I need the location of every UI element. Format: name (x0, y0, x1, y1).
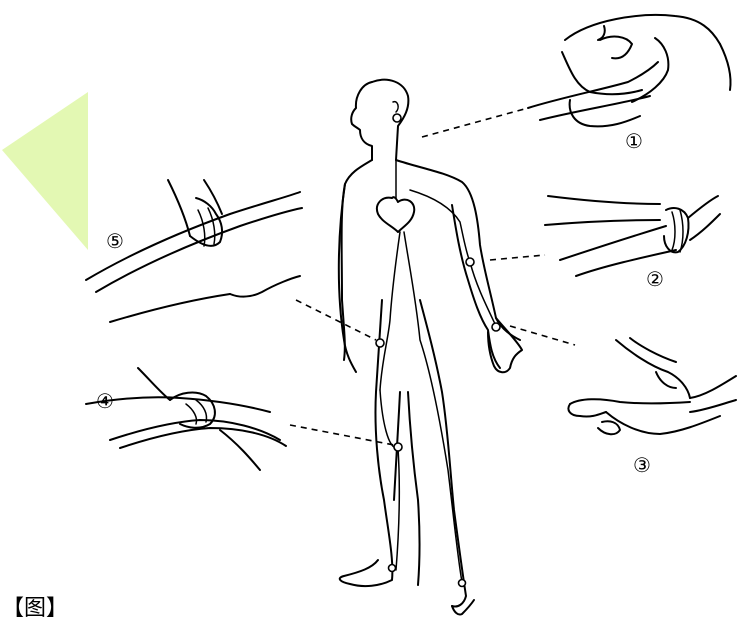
label-5: ⑤ (106, 230, 124, 252)
figure-caption: 【图】 (2, 596, 68, 622)
pulse-point-ankle-right (459, 580, 466, 587)
pulse-point-femoral (376, 339, 384, 347)
pulse-point-popliteal (394, 443, 402, 451)
label-4: ④ (96, 390, 114, 412)
leader-lines (290, 108, 575, 445)
inset-brachial (545, 196, 720, 276)
label-1: ① (625, 130, 643, 152)
inset-radial (568, 338, 736, 434)
pulse-point-carotid (393, 114, 401, 122)
watermark-shape (2, 92, 88, 250)
pulse-point-brachial (466, 258, 474, 266)
pulse-point-radial (492, 323, 500, 331)
label-3: ③ (633, 454, 651, 476)
inset-popliteal (86, 368, 286, 470)
pulse-point-ankle-left (389, 565, 396, 572)
inset-carotid (528, 15, 731, 126)
label-2: ② (646, 268, 664, 290)
human-figure (339, 80, 522, 615)
